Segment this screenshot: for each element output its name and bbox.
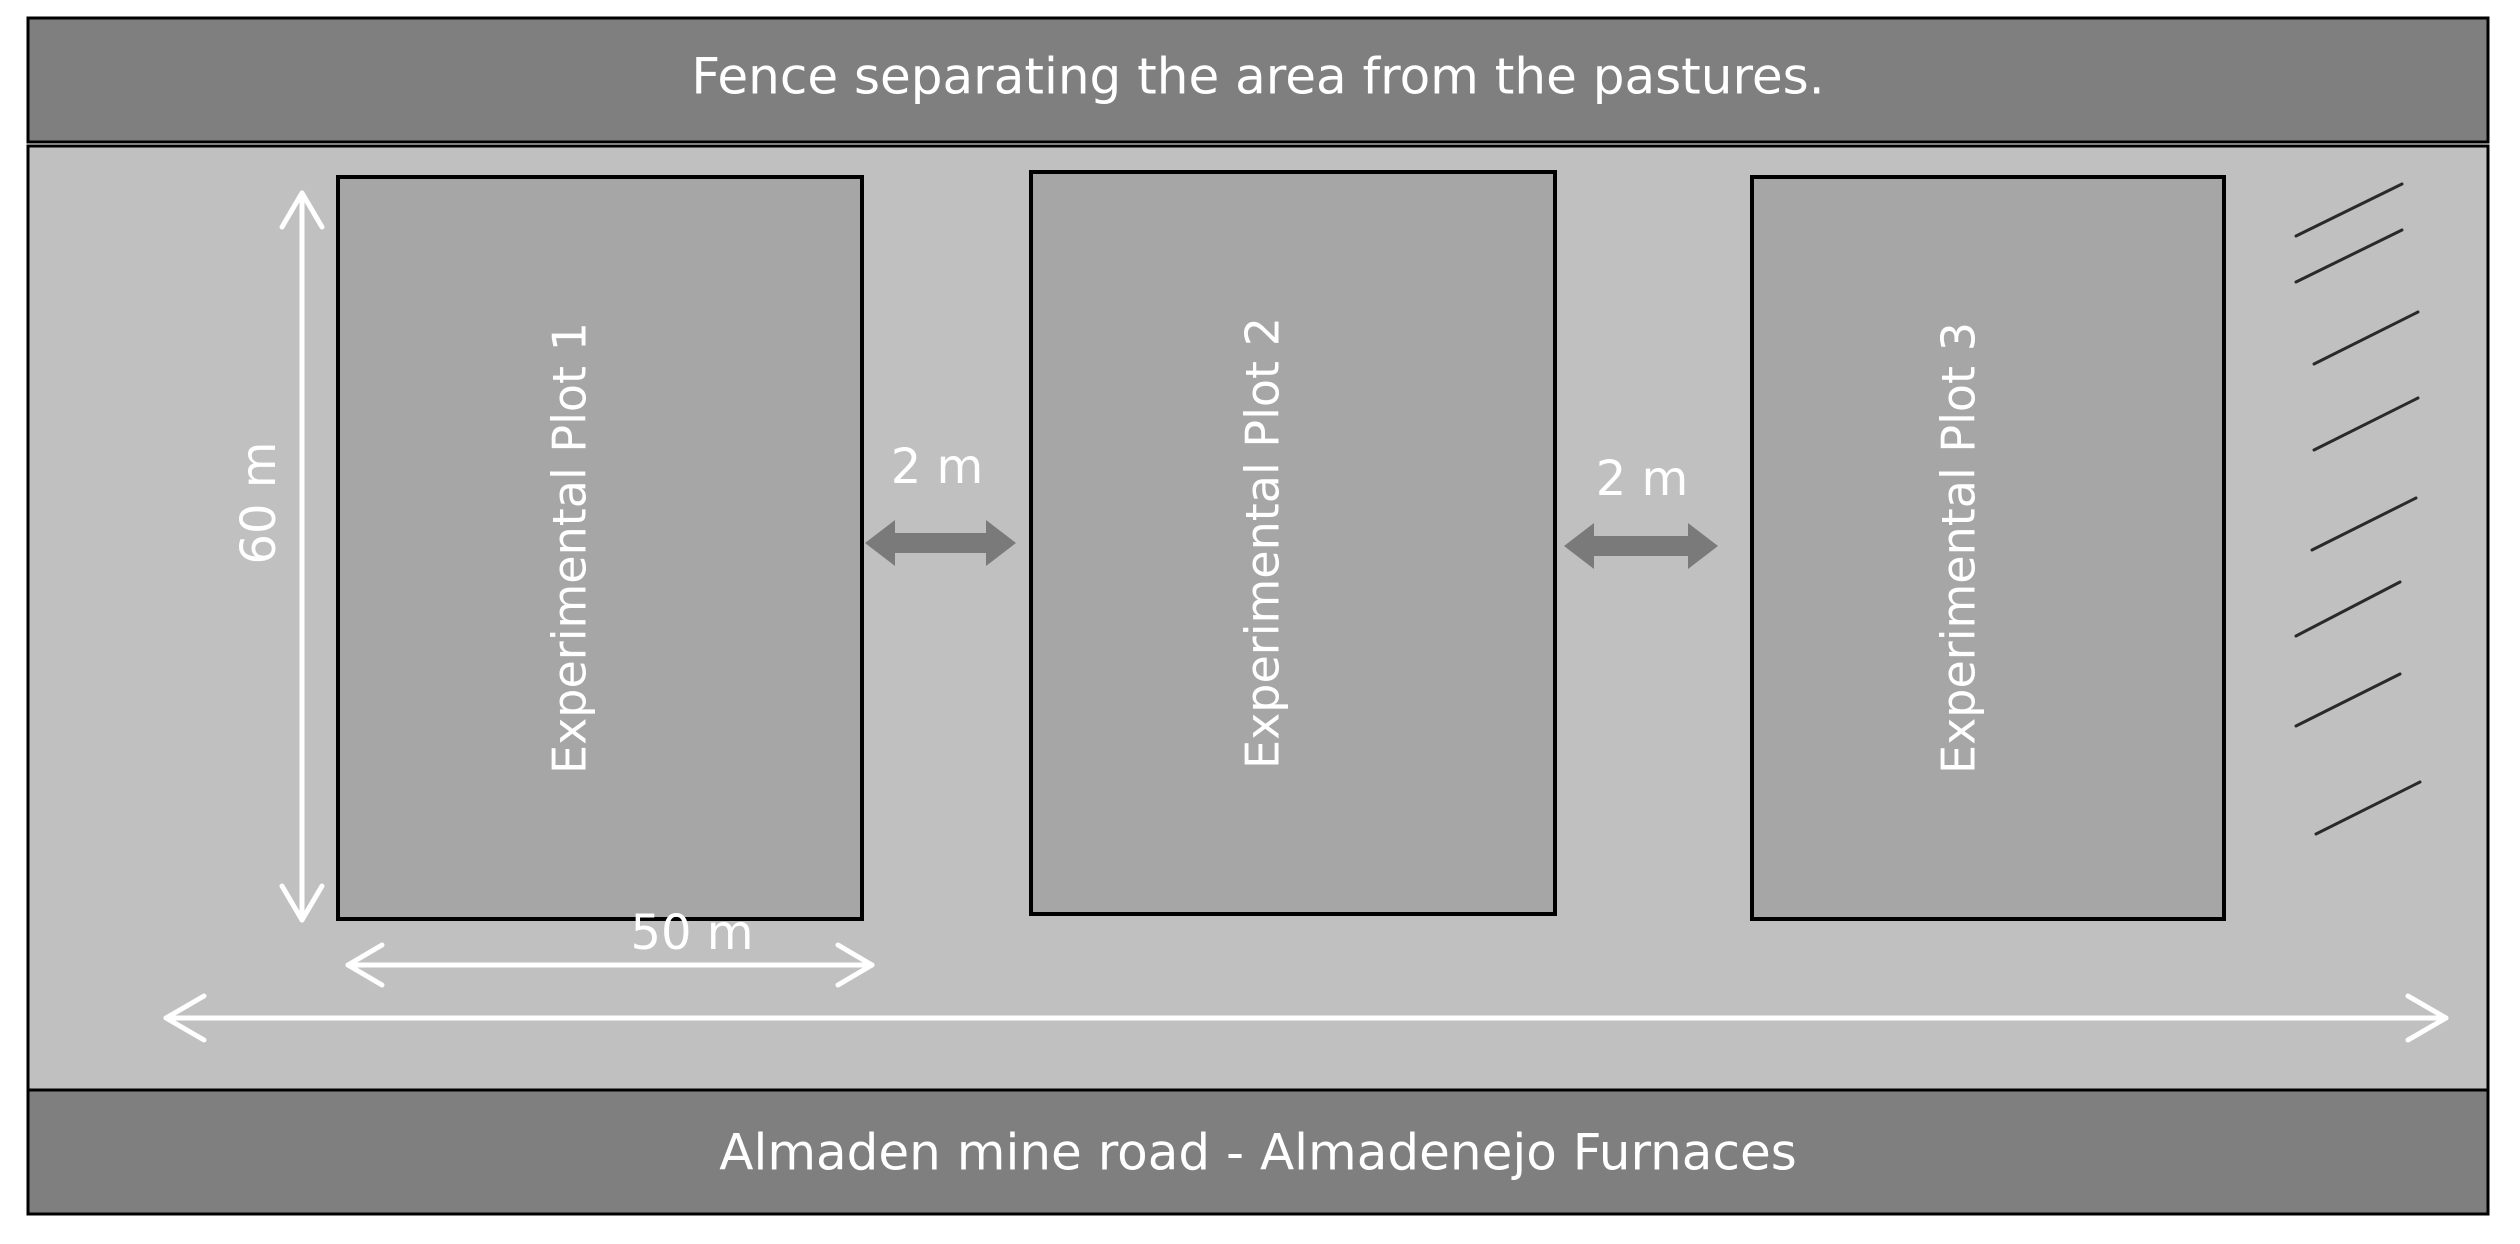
gap-2-3-label: 2 m bbox=[1596, 451, 1689, 507]
fence-band bbox=[26, 16, 2490, 144]
hatch-marks bbox=[2294, 182, 2422, 836]
total-length-arrow bbox=[163, 993, 2449, 1043]
height-dimension-arrow bbox=[279, 190, 325, 923]
experimental-plot-2: Experimental Plot 2 bbox=[1029, 170, 1557, 916]
plot-1-label: Experimental Plot 1 bbox=[543, 322, 597, 774]
experimental-plot-1: Experimental Plot 1 bbox=[336, 175, 864, 921]
width-dimension-label: 50 m bbox=[630, 905, 753, 961]
width-dimension-arrow bbox=[345, 942, 875, 988]
road-band bbox=[26, 1088, 2490, 1216]
fence-label: Fence separating the area from the pastu… bbox=[691, 48, 1824, 106]
height-dimension-label: 60 m bbox=[231, 441, 287, 564]
gap-arrow-2-3 bbox=[1564, 523, 1718, 569]
plot-2-label: Experimental Plot 2 bbox=[1236, 317, 1290, 769]
experimental-plot-3: Experimental Plot 3 bbox=[1750, 175, 2226, 921]
gap-arrow-1-2 bbox=[865, 520, 1016, 566]
gap-1-2-label: 2 m bbox=[891, 439, 984, 495]
plot-3-label: Experimental Plot 3 bbox=[1932, 322, 1986, 774]
road-label: Almaden mine road - Almadenejo Furnaces bbox=[719, 1124, 1797, 1182]
